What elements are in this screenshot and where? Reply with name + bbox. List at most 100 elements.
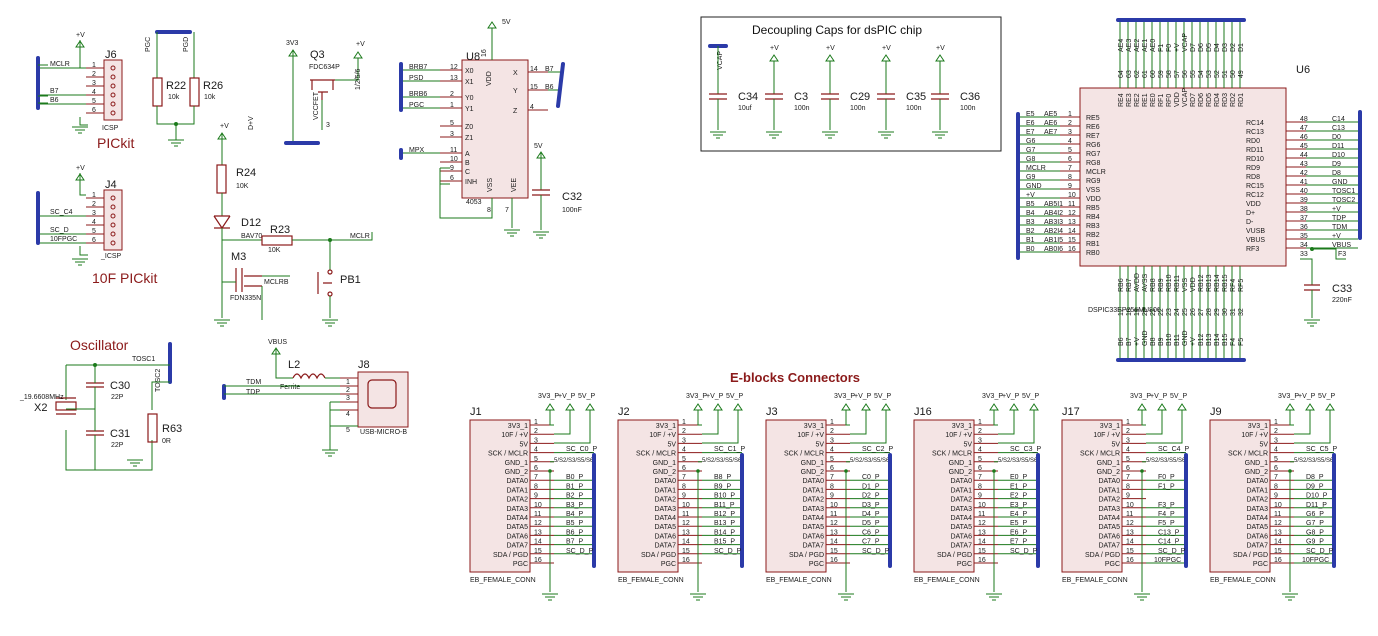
svg-text:16: 16: [481, 49, 488, 57]
u6-net-t13: D3: [1222, 43, 1229, 52]
u6-label-t9: RD7: [1190, 93, 1197, 107]
connector-pin-J9-12: 13: [1274, 529, 1282, 536]
connector-pin-J3-8: 9: [830, 493, 834, 500]
pgd-net: PGD: [183, 37, 190, 52]
connector-power-J9-1: +V_P: [1298, 393, 1316, 400]
u6-alt-l1: AE6: [1044, 120, 1057, 127]
svg-text:7: 7: [505, 207, 509, 214]
u6-pin-36: 36: [1300, 224, 1308, 231]
u6-label-b10: RB12: [1198, 274, 1205, 292]
connector-data-J17-5: F5_P: [1158, 520, 1175, 527]
connector-data-J9-6: G8_P: [1306, 529, 1324, 536]
connector-pin-J16-4: 5: [978, 456, 982, 463]
connector-pin-J17-6: 7: [1126, 474, 1130, 481]
u6-pin-16: 16: [1068, 246, 1076, 253]
connector-label-J2-12: DATA6: [654, 533, 676, 540]
svg-text:3: 3: [346, 395, 350, 402]
u8-pin-6: 6: [450, 175, 454, 182]
usb-tdm-net: TDM: [246, 379, 261, 386]
connector-pin-J16-8: 9: [978, 493, 982, 500]
c33-ref: C33: [1332, 283, 1352, 295]
x2-crystal: [55, 401, 77, 411]
u8-label-INH: INH: [465, 179, 477, 186]
connector-pin-J16-6: 7: [978, 474, 982, 481]
u8-net-B7: B7: [545, 66, 554, 73]
connector-label-J16-0: 3V3_1: [952, 423, 972, 430]
connector-label-J1-7: DATA1: [506, 487, 528, 494]
u6-label-t7: VDD: [1174, 92, 1181, 107]
connector-pin-J16-13: 14: [978, 539, 986, 546]
u6-alt-l10: AB5I1: [1044, 201, 1063, 208]
connector-data-J9-2: D10_P: [1306, 493, 1328, 500]
u8-net-BRB7: BRB7: [409, 64, 427, 71]
r22-ref: R22: [166, 80, 186, 92]
pb1-ref: PB1: [340, 274, 361, 286]
connector-data-J1-1: B1_P: [566, 483, 583, 490]
u6-label-RB2-13: RB2: [1086, 232, 1100, 239]
connector-pin-J3-6: 7: [830, 474, 834, 481]
connector-label-J1-14: SDA / PGD: [493, 552, 528, 559]
connector-pin-J17-0: 1: [1126, 419, 1130, 426]
connector-pin-J1-1: 2: [534, 428, 538, 435]
connector-pin-J16-12: 13: [978, 529, 986, 536]
u6-label-t5: RF1: [1158, 94, 1165, 107]
connector-body-J9: [1209, 419, 1271, 573]
connector-label-J2-8: DATA2: [654, 497, 676, 504]
connector-pin-J3-5: 6: [830, 465, 834, 472]
connector-pin-J1-14: 15: [534, 548, 542, 555]
connector-ref-J2: J2: [618, 406, 630, 418]
u6-pin-57: 57: [1174, 70, 1181, 78]
svg-text:VEE: VEE: [511, 178, 518, 192]
connector-pin-J2-12: 13: [682, 529, 690, 536]
u6-label-b4: RB8: [1150, 278, 1157, 292]
connector-sck-J16: SC_C3_P: [1010, 446, 1041, 453]
u6-pin-46: 46: [1300, 134, 1308, 141]
j6pins-pin-3: 3: [92, 80, 96, 87]
connector-body-J17: [1061, 419, 1123, 573]
j6pins-pin-1: 1: [92, 62, 96, 69]
r23-mclr-net: MCLR: [350, 233, 370, 240]
connector-label-J1-15: PGC: [513, 561, 528, 568]
connector-pin-J2-4: 5: [682, 456, 686, 463]
u6-pin-27: 27: [1198, 308, 1205, 316]
q3-val: FDC634P: [309, 64, 340, 71]
connector-pin-J17-10: 11: [1126, 511, 1133, 518]
connector-footer-J16: EB_FEMALE_CONN: [914, 577, 980, 584]
connector-label-J17-15: PGC: [1105, 561, 1120, 568]
connector-sda-J2: SC_D_P: [714, 548, 742, 555]
connector-pin-J9-0: 1: [1274, 419, 1278, 426]
connector-label-J16-9: DATA3: [950, 506, 972, 513]
r22-val: 10k: [168, 94, 180, 101]
u6-net-b1: B7: [1126, 337, 1133, 346]
u6-pin-42: 42: [1300, 170, 1308, 177]
u6-net-l0: E5: [1026, 111, 1035, 118]
connector-label-J17-4: GND_1: [1097, 460, 1120, 467]
u8-net-BRB6: BRB6: [409, 91, 427, 98]
u8-label-Z1: Z1: [465, 135, 473, 142]
connector-data-J1-7: B7_P: [566, 539, 583, 546]
r24-ref: R24: [236, 167, 256, 179]
u6-label-RC13-1: RC13: [1246, 129, 1264, 136]
u6-pin-6: 6: [1068, 156, 1072, 163]
u6-label-b8: VSS: [1182, 278, 1189, 292]
connector-pin-J1-11: 12: [534, 520, 542, 527]
m3-net: MCLRB: [264, 279, 289, 286]
connector-label-J1-10: DATA4: [506, 515, 528, 522]
u6-net-l3: G6: [1026, 138, 1035, 145]
connector-label-J16-7: DATA1: [950, 487, 972, 494]
r23-val: 10K: [268, 247, 281, 254]
u6-pin-38: 38: [1300, 206, 1308, 213]
j4-body: [103, 189, 123, 251]
u6-alt-l13: AB2I4: [1044, 228, 1063, 235]
connector-sck-J2: SC_C1_P: [714, 446, 745, 453]
pgc-net: PGC: [145, 37, 152, 52]
connector-pgc-J9: 10FPGC: [1302, 557, 1329, 564]
connector-label-J3-9: DATA3: [802, 506, 824, 513]
u6-pin-52: 52: [1214, 70, 1221, 78]
connector-pin-J16-2: 3: [978, 437, 982, 444]
osc-tosc1: TOSC1: [132, 356, 155, 363]
connector-body-J16: [913, 419, 975, 573]
u8-val: 4053: [466, 199, 482, 206]
u8-net-PGC: PGC: [409, 102, 424, 109]
